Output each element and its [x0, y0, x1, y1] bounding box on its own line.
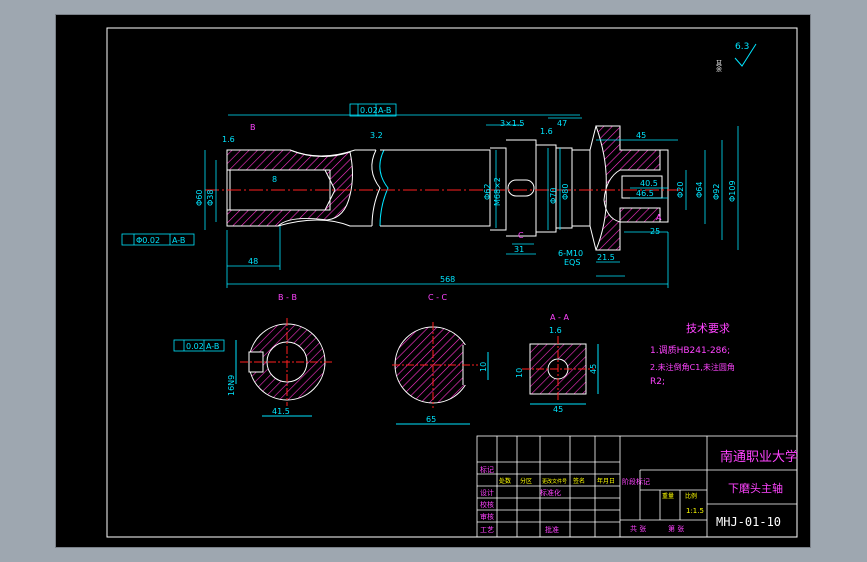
label-section-b: B - B: [278, 293, 297, 302]
row-label-2: 校核: [480, 500, 494, 509]
dim-thread: M68×2: [493, 177, 502, 206]
scale-value: 1:1.5: [686, 507, 704, 515]
mid-label-0: 标准化: [540, 488, 561, 497]
rough-16-b: 1.6: [540, 127, 553, 136]
dim-dia64: Φ64: [695, 182, 704, 198]
scale-label: 比例: [685, 492, 697, 500]
keyway-mid: [507, 179, 535, 197]
dim-dia60: Φ60: [195, 190, 204, 206]
row-label-0: 标记: [480, 465, 494, 474]
a-dim-10: 10: [515, 368, 524, 378]
corner-rough-label: 其余: [715, 59, 722, 73]
col-label-0: 处数: [499, 477, 511, 485]
dim-45: 45: [636, 131, 646, 140]
dim-m10: 6-M10: [558, 249, 583, 258]
b-tol-value: 0.02: [186, 342, 204, 351]
main-view: [205, 125, 680, 251]
tol-frame-left: [121, 233, 195, 246]
stage-label: 阶段标记: [622, 477, 650, 486]
dim-47: 47: [557, 119, 567, 128]
b-dim-bore: 16N9: [227, 375, 236, 396]
dim-dia62: Φ62: [483, 184, 492, 200]
mid-label-1: 批准: [545, 525, 559, 534]
col-label-4: 年月日: [597, 477, 615, 485]
dim-25: 25: [650, 227, 660, 236]
dim-48: 48: [248, 257, 258, 266]
dim-31: 31: [514, 245, 524, 254]
rough-32: 3.2: [370, 131, 383, 140]
row-label-3: 审核: [480, 512, 494, 521]
label-section-c: C - C: [428, 293, 448, 302]
tol-frame-top: [349, 103, 397, 117]
part-name: 下磨头主轴: [728, 481, 783, 495]
ref-c: C: [518, 231, 524, 240]
flange-hatch: [595, 125, 661, 251]
b-tol-ref: A-B: [206, 342, 219, 351]
drawing-number: MHJ-01-10: [716, 515, 781, 529]
break-line: [371, 149, 381, 227]
row-label-1: 设计: [480, 488, 494, 497]
dim-eqs: EQS: [564, 258, 580, 267]
inner-border: [106, 27, 798, 538]
title-block-text: 南通职业大学 下磨头主轴 MHJ-01-10 1:1.5 标记 设计 校核 审核…: [480, 449, 798, 534]
break-line-hatch: [379, 149, 389, 227]
dim-dia20: Φ20: [676, 182, 685, 198]
ref-b: B: [250, 123, 256, 132]
tech-line3: R2;: [650, 377, 665, 387]
drawing-sheet: [55, 14, 811, 548]
ref-a: A: [656, 213, 662, 222]
section-c-view: [392, 322, 489, 425]
tol-frame-b: [173, 339, 225, 352]
dim-dia38: Φ38: [206, 190, 215, 206]
a-dim-45v: 45: [589, 364, 598, 374]
c-dim-width: 65: [426, 415, 436, 424]
label-section-a: A - A: [550, 313, 569, 322]
sheet-total: 共 张: [630, 524, 646, 533]
dim-dia80: Φ80: [561, 184, 570, 200]
main-dimensions: [204, 114, 739, 288]
dim-568: 568: [440, 275, 455, 284]
row-label-4: 工艺: [480, 526, 494, 534]
tech-line2: 2.未注倒角C1,未注圆角: [650, 362, 735, 372]
corner-roughness: 6.3 其余: [715, 42, 757, 73]
dim-dia70: Φ70: [549, 188, 558, 204]
title-block: [476, 435, 798, 538]
tol-left-value: Φ0.02: [136, 236, 160, 245]
tol-top-value: 0.02: [360, 106, 378, 115]
tech-line1: 1.调质HB241-286;: [650, 344, 730, 356]
chamfer-dim: 3×1.5: [500, 119, 525, 128]
tech-title: 技术要求: [686, 322, 730, 335]
weight-label: 重量: [662, 492, 674, 500]
c-dim-flat: 10: [479, 362, 488, 372]
shaft-left-hatch: [226, 149, 353, 227]
a-dim-45h: 45: [553, 405, 563, 414]
tolerance-frames: [121, 103, 397, 352]
tech-requirements: 技术要求 1.调质HB241-286; 2.未注倒角C1,未注圆角 R2;: [650, 322, 735, 387]
section-a-view: [522, 336, 599, 405]
tol-top-ref: A-B: [378, 106, 391, 115]
dim-8: 8: [272, 175, 277, 184]
col-label-1: 分区: [520, 477, 532, 485]
sheet-no: 第 张: [668, 524, 684, 533]
col-label-3: 签名: [573, 477, 585, 485]
corner-rough-value: 6.3: [735, 42, 749, 52]
dim-dia109: Φ109: [728, 180, 737, 202]
b-dim-width: 41.5: [272, 407, 290, 416]
a-rough: 1.6: [549, 326, 562, 335]
section-b-view: [235, 318, 334, 417]
dim-405: 40.5: [640, 179, 658, 188]
col-label-2: 更改文件号: [542, 478, 567, 485]
tol-left-ref: A-B: [172, 236, 185, 245]
dim-465: 46.5: [636, 189, 654, 198]
dim-dia92: Φ92: [712, 184, 721, 200]
dim-215: 21.5: [597, 253, 615, 262]
rough-16-a: 1.6: [222, 135, 235, 144]
shaft-mid-outline: [380, 139, 591, 237]
university-name: 南通职业大学: [720, 449, 798, 465]
